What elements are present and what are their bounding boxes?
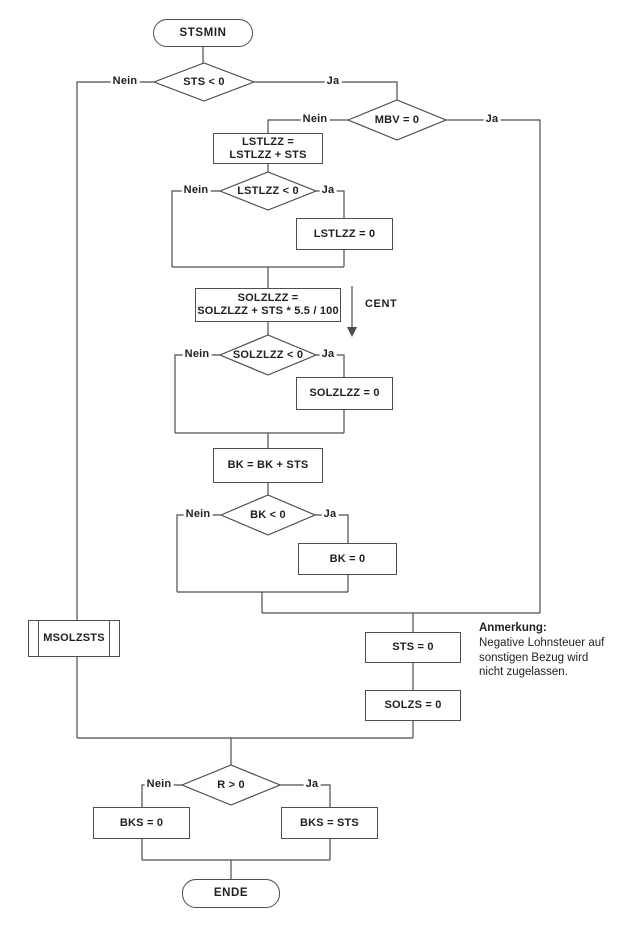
process-solzlzz-add: SOLZLZZ = SOLZLZZ + STS * 5.5 / 100	[195, 288, 341, 322]
process-lstlzz-zero: LSTLZZ = 0	[296, 218, 393, 250]
subroutine-msolzsts-label: MSOLZSTS	[43, 632, 105, 644]
process-bk-zero: BK = 0	[298, 543, 397, 575]
cent-arrowhead-icon	[347, 327, 357, 337]
edge-label-mbv-nein: Nein	[300, 113, 330, 125]
cent-label: CENT	[365, 298, 398, 310]
decision-sts-shape	[152, 62, 256, 102]
process-lstlzz-zero-label: LSTLZZ = 0	[313, 227, 376, 240]
process-solzlzz-add-line2: SOLZLZZ + STS * 5.5 / 100	[197, 305, 339, 317]
edge-lstlzz-nein	[171, 190, 220, 267]
terminal-start-label: STSMIN	[179, 26, 227, 39]
edge-label-lstlzz-ja: Ja	[319, 184, 337, 196]
process-solzlzz-zero-label: SOLZLZZ = 0	[309, 387, 380, 399]
annotation-heading: Anmerkung:	[479, 622, 547, 634]
edge-label-bk-nein: Nein	[183, 508, 213, 520]
edge-label-sts-nein: Nein	[110, 75, 140, 87]
edge-label-r-ja: Ja	[303, 778, 321, 790]
process-bks-sts-label: BKS = STS	[300, 816, 359, 829]
process-lstlzz-add-line1: LSTLZZ =	[241, 135, 294, 148]
subroutine-side-bar-left	[38, 621, 40, 656]
edge-label-sts-ja: Ja	[324, 75, 342, 87]
decision-bk-shape	[219, 494, 317, 536]
process-solzlzz-add-line1: SOLZLZZ =	[237, 292, 299, 304]
process-bk-add: BK = BK + STS	[213, 448, 323, 483]
process-bks-zero-label: BKS = 0	[119, 816, 164, 829]
decision-r-shape	[180, 764, 282, 806]
edge-mbv-ja-right-down	[446, 119, 541, 613]
edge-sts-ja-to-mbv	[254, 81, 398, 100]
process-sts-zero: STS = 0	[365, 632, 461, 663]
process-bks-zero: BKS = 0	[93, 807, 190, 839]
decision-mbv-shape	[346, 99, 448, 141]
decision-lstlzz-shape	[218, 171, 318, 211]
edge-label-lstlzz-nein: Nein	[181, 184, 211, 196]
terminal-start: STSMIN	[153, 19, 253, 47]
subroutine-side-bar-right	[108, 621, 110, 656]
annotation-line1: Negative Lohnsteuer auf	[479, 636, 605, 649]
edge-solzlzz-nein	[174, 354, 220, 433]
process-solzlzz-zero: SOLZLZZ = 0	[296, 377, 393, 410]
edge-label-solzlzz-ja: Ja	[319, 348, 337, 360]
edge-label-r-nein: Nein	[144, 778, 174, 790]
annotation-line3: nicht zugelassen.	[479, 666, 568, 679]
process-solzs-zero: SOLZS = 0	[365, 690, 461, 721]
terminal-end: ENDE	[182, 879, 280, 908]
subroutine-msolzsts: MSOLZSTS	[28, 620, 120, 657]
edge-r-ja	[280, 784, 331, 807]
edge-label-solzlzz-nein: Nein	[182, 348, 212, 360]
decision-solzlzz-shape	[218, 334, 318, 376]
terminal-end-label: ENDE	[213, 887, 249, 899]
process-sts-zero-label: STS = 0	[392, 641, 434, 653]
process-bks-sts: BKS = STS	[281, 807, 378, 839]
edge-bk-nein	[176, 514, 221, 592]
annotation-line2: sonstigen Bezug wird	[479, 651, 589, 664]
process-bk-zero-label: BK = 0	[329, 552, 366, 565]
process-solzs-zero-label: SOLZS = 0	[384, 699, 442, 711]
process-lstlzz-add-line2: LSTLZZ + STS	[229, 148, 307, 161]
annotation-block: Anmerkung: Negative Lohnsteuer auf sonst…	[479, 621, 630, 680]
edge-sts-nein-left-down	[76, 81, 154, 620]
process-bk-add-label: BK = BK + STS	[227, 459, 309, 471]
edge-label-mbv-ja: Ja	[483, 113, 501, 125]
process-lstlzz-add: LSTLZZ = LSTLZZ + STS	[213, 133, 323, 164]
edge-label-bk-ja: Ja	[321, 508, 339, 520]
